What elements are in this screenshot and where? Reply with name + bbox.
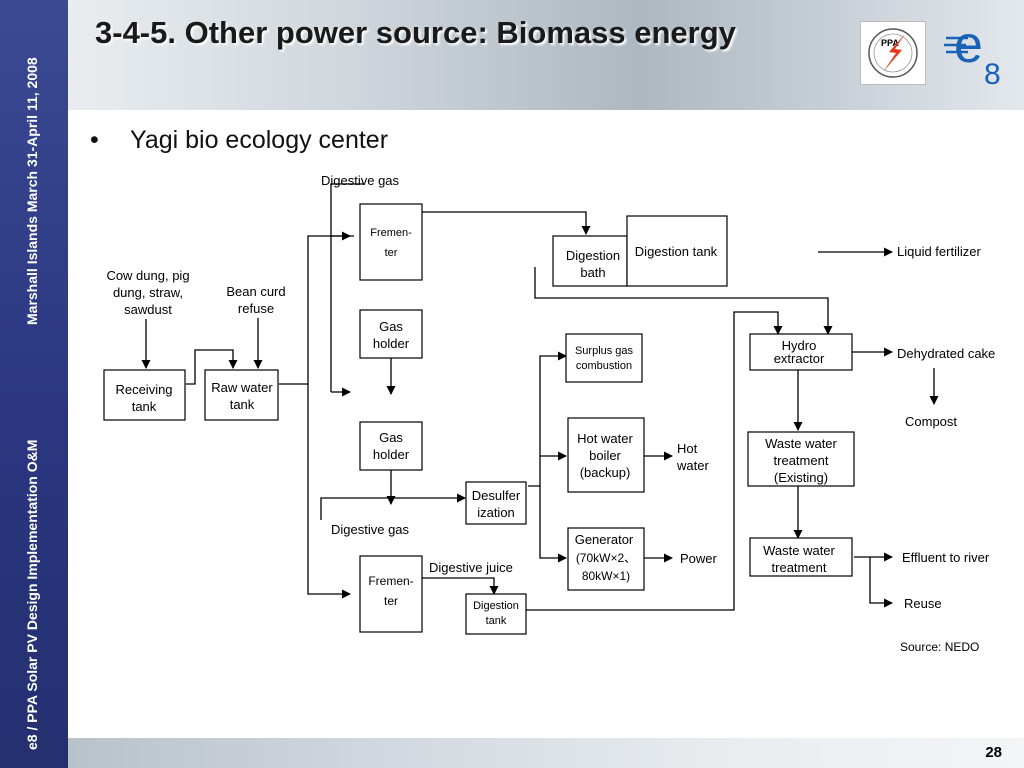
digestive-juice-label: Digestive juice xyxy=(429,560,513,575)
digestion-tank-top-box xyxy=(626,215,728,287)
dehydrated-cake-label: Dehydrated cake xyxy=(897,346,995,361)
header: 3-4-5. Other power source: Biomass energ… xyxy=(68,0,1024,110)
gas-holder-mid-label-2: holder xyxy=(373,447,410,462)
surplus-gas-label-1: Surplus gas xyxy=(575,345,634,357)
page-number: 28 xyxy=(985,744,1002,761)
bullet-text: Yagi bio ecology center xyxy=(130,126,389,154)
source-label: Source: NEDO xyxy=(900,640,979,654)
cow-dung-label-1: Cow dung, pig xyxy=(106,268,189,283)
hydro-extractor-label-1: Hydro xyxy=(782,338,817,353)
e8-logo-e: e xyxy=(954,16,983,74)
cow-dung-label-3: sawdust xyxy=(124,302,172,317)
waste-water-existing-label-1: Waste water xyxy=(765,436,837,451)
digestive-gas-mid-label: Digestive gas xyxy=(331,522,410,537)
gas-holder-top-label-2: holder xyxy=(373,336,410,351)
raw-water-tank-label-2: tank xyxy=(230,397,255,412)
fermenter-bottom-label-2: ter xyxy=(384,594,398,608)
effluent-label: Effluent to river xyxy=(902,550,990,565)
fermenter-bottom-label-1: Fremen- xyxy=(368,574,413,588)
waste-water-existing-box xyxy=(747,431,855,487)
fermenter-top-label-2: ter xyxy=(385,247,398,259)
desulfer-box xyxy=(465,481,527,525)
hot-water-boiler-label-1: Hot water xyxy=(577,431,633,446)
footer: 28 xyxy=(68,738,1024,768)
reuse-label: Reuse xyxy=(904,596,942,611)
raw-water-tank-label-1: Raw water xyxy=(211,380,273,395)
digestion-bath-box xyxy=(552,235,628,287)
receiving-tank-box xyxy=(103,369,186,421)
hot-water-label-2: water xyxy=(676,458,709,473)
cow-dung-label-2: dung, straw, xyxy=(113,285,183,300)
desulfer-label-2: ization xyxy=(477,505,515,520)
hot-water-label-1: Hot xyxy=(677,441,698,456)
compost-label: Compost xyxy=(905,414,957,429)
fermenter-bottom-box xyxy=(359,555,423,633)
page-title: 3-4-5. Other power source: Biomass energ… xyxy=(95,15,736,50)
receiving-tank-label-1: Receiving xyxy=(115,382,172,397)
bullet-dot: • xyxy=(90,126,99,154)
sidebar-event-text: Marshall Islands March 31-April 11, 2008 xyxy=(24,57,40,325)
bullet-item: • Yagi bio ecology center xyxy=(90,126,388,155)
hot-water-boiler-label-3: (backup) xyxy=(580,465,631,480)
biomass-flow-diagram: Receiving tank Raw water tank Fremen- te… xyxy=(103,173,995,654)
power-label: Power xyxy=(680,551,718,566)
raw-water-tank-box xyxy=(204,369,279,421)
receiving-tank-label-2: tank xyxy=(132,399,157,414)
hot-water-boiler-label-2: boiler xyxy=(589,448,621,463)
waste-water-existing-label-3: (Existing) xyxy=(774,470,828,485)
fermenter-top-label-1: Fremen- xyxy=(370,227,412,239)
digestion-bath-label-2: bath xyxy=(580,265,605,280)
digestion-tank-bottom-label-1: Digestion xyxy=(473,600,519,612)
surplus-gas-label-2: combustion xyxy=(576,360,632,372)
gas-holder-top-label-1: Gas xyxy=(379,319,403,334)
digestion-tank-top-label: Digestion tank xyxy=(635,244,718,259)
e8-logo-8: 8 xyxy=(984,58,1001,90)
desulfer-label-1: Desulfer xyxy=(472,488,521,503)
gas-holder-mid-label-1: Gas xyxy=(379,430,403,445)
digestion-tank-bottom-label-2: tank xyxy=(486,615,507,627)
surplus-gas-box xyxy=(565,333,643,383)
e8-logo: e 8 xyxy=(944,14,1014,91)
waste-water-treatment-label-2: treatment xyxy=(772,560,827,575)
hot-water-boiler-box xyxy=(567,417,645,493)
gas-holder-top-box xyxy=(359,309,423,359)
sidebar: Marshall Islands March 31-April 11, 2008… xyxy=(0,0,68,768)
sidebar-course-text: e8 / PPA Solar PV Design Implementation … xyxy=(24,439,40,750)
generator-label-2: (70kW×2、 xyxy=(576,551,636,565)
digestive-gas-top-label: Digestive gas xyxy=(321,173,400,188)
waste-water-treatment-label-1: Waste water xyxy=(763,543,835,558)
liquid-fertilizer-label: Liquid fertilizer xyxy=(897,244,981,259)
gas-holder-mid-box xyxy=(359,421,423,471)
digestion-tank-bottom-box xyxy=(465,593,527,635)
hydro-extractor-label-2: extractor xyxy=(774,351,825,366)
generator-box xyxy=(567,527,645,591)
waste-water-treatment-box xyxy=(749,537,853,577)
ppa-logo: PPA xyxy=(860,21,926,85)
hydro-extractor-box xyxy=(749,333,853,371)
generator-label-3: 80kW×1) xyxy=(582,569,630,583)
ppa-logo-text: PPA xyxy=(881,38,899,48)
generator-label-1: Generator xyxy=(575,532,634,547)
bean-curd-label-1: Bean curd xyxy=(226,284,285,299)
bean-curd-label-2: refuse xyxy=(238,301,274,316)
digestion-bath-label-1: Digestion xyxy=(566,248,620,263)
fermenter-top-box xyxy=(359,203,423,281)
waste-water-existing-label-2: treatment xyxy=(774,453,829,468)
